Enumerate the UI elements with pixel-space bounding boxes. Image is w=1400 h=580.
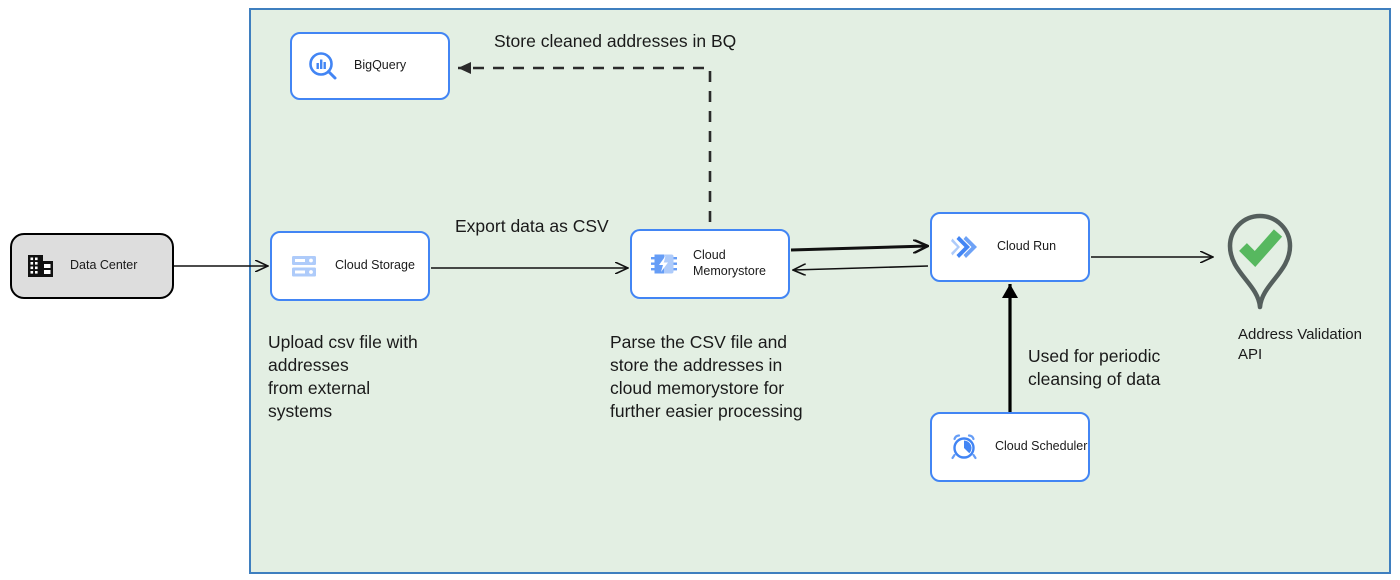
node-label: BigQuery bbox=[354, 58, 407, 73]
node-label: Cloud Scheduler bbox=[995, 439, 1088, 454]
node-data-center[interactable]: Data Center bbox=[10, 233, 174, 299]
cloud-storage-icon bbox=[289, 251, 319, 281]
edge-label-store-in-bq: Store cleaned addresses in BQ bbox=[494, 31, 737, 51]
node-bigquery[interactable]: BigQuery bbox=[290, 32, 450, 100]
map-pin-check-icon bbox=[1227, 213, 1293, 310]
node-cloud-run[interactable]: Cloud Run bbox=[930, 212, 1090, 282]
bigquery-icon bbox=[307, 50, 339, 82]
cloud-scheduler-icon bbox=[949, 432, 979, 462]
node-address-validation-api[interactable] bbox=[1218, 206, 1302, 310]
note-upload-csv: Upload csv file with addresses from exte… bbox=[268, 332, 418, 422]
cloud-memorystore-icon bbox=[649, 249, 679, 279]
note-parse-csv: Parse the CSV file and store the address… bbox=[610, 332, 803, 422]
edge-memorystore-to-run bbox=[790, 246, 928, 250]
node-cloud-storage[interactable]: Cloud Storage bbox=[270, 231, 430, 301]
node-label: Cloud Memorystore bbox=[693, 248, 766, 278]
edge-run-to-memorystore bbox=[793, 266, 929, 270]
edge-run-to-bigquery-dashed bbox=[458, 62, 712, 222]
node-label: Data Center bbox=[70, 258, 138, 273]
edge-label-periodic-cleansing: Used for periodic cleansing of data bbox=[1028, 346, 1161, 390]
cloud-run-icon bbox=[949, 232, 981, 262]
address-validation-api-label: Address Validation API bbox=[1238, 326, 1362, 363]
data-center-icon bbox=[26, 251, 56, 281]
edge-label-export-csv: Export data as CSV bbox=[455, 216, 609, 236]
node-cloud-scheduler[interactable]: Cloud Scheduler bbox=[930, 412, 1090, 482]
node-cloud-memorystore[interactable]: Cloud Memorystore bbox=[630, 229, 790, 299]
node-label: Cloud Storage bbox=[335, 258, 415, 273]
node-label: Cloud Run bbox=[997, 239, 1057, 254]
